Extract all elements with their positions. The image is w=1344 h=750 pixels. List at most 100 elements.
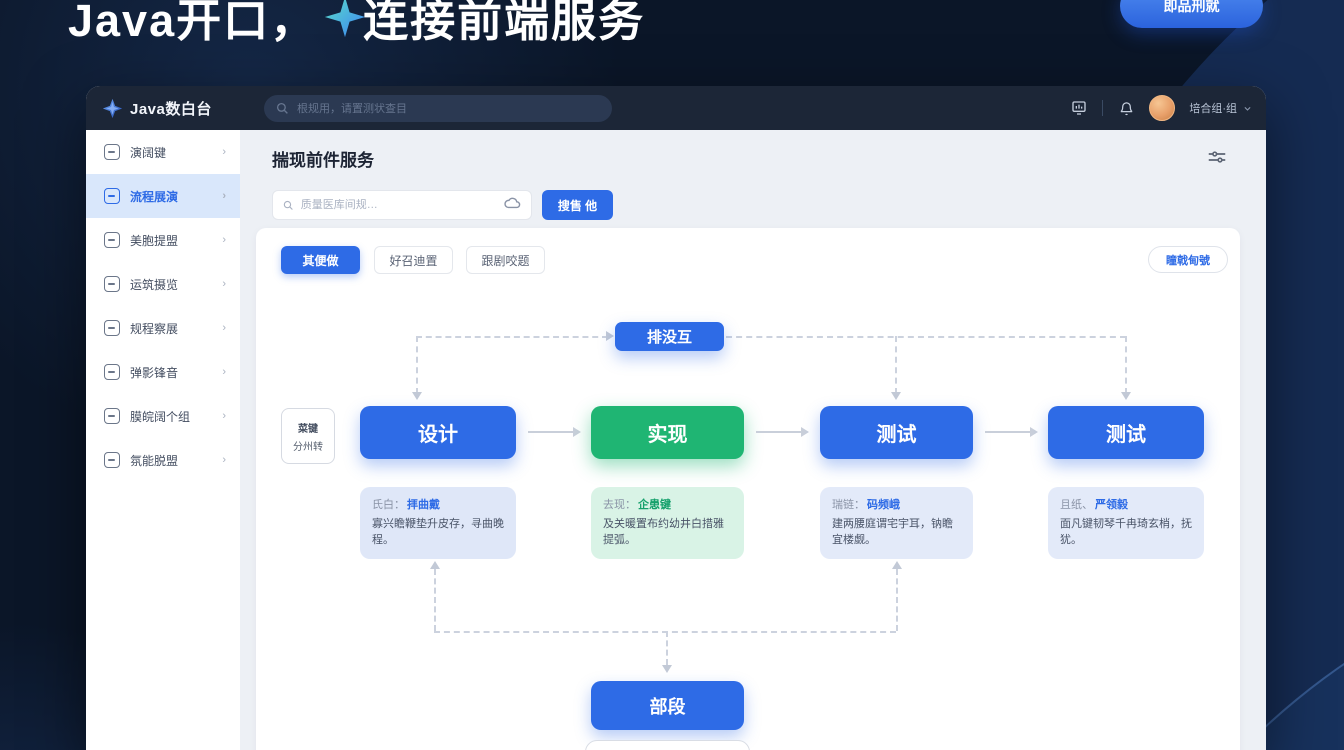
menu-icon bbox=[104, 452, 120, 468]
connector bbox=[896, 569, 898, 631]
sidebar: 演阔键 › 流程展演 › 美胞提盟 › 运筑摄览 › 规程察展 › 弹影锋音 › bbox=[86, 130, 240, 750]
hero-title-left: Java开口， bbox=[68, 0, 318, 46]
stage-card-3: 瑞链： 码频峨 建两腰庭谓宅宇耳，钠瞻宜楼觑。 bbox=[820, 487, 973, 559]
chevron-right-icon: › bbox=[222, 234, 226, 246]
card-highlight: 严领毅 bbox=[1095, 499, 1128, 511]
chevron-right-icon: › bbox=[222, 454, 226, 466]
stage-card-2: 去现： 企患键 及关暖置布约幼井白措雅提弧。 bbox=[591, 487, 744, 559]
chevron-right-icon: › bbox=[222, 278, 226, 290]
sidebar-item-label: 膜皖阔个组 bbox=[130, 409, 191, 424]
sparkle-icon bbox=[324, 0, 366, 37]
arrow-right-icon bbox=[985, 427, 1038, 437]
main-search-input[interactable] bbox=[300, 199, 497, 211]
app-logo: Java数白台 bbox=[102, 86, 212, 130]
sidebar-item-label: 流程展演 bbox=[130, 189, 179, 204]
content-card: 其便做 好召迪置 跟剧咬题 瞳戟甸號 排没互 菜键 分州转 设计 实现 bbox=[256, 228, 1240, 750]
sidebar-item-label: 弹影锋音 bbox=[130, 365, 179, 380]
card-highlight: 拝曲戴 bbox=[407, 499, 440, 511]
card-label: 去现： bbox=[603, 499, 636, 511]
hero-title: Java开口， 连接前端服务 bbox=[68, 0, 645, 49]
header-search-input[interactable] bbox=[297, 102, 600, 115]
app-window: Java数白台 培合组·组 bbox=[86, 86, 1266, 750]
sidebar-item-7[interactable]: 膜皖阔个组 › bbox=[86, 394, 240, 438]
sidebar-item-6[interactable]: 弹影锋音 › bbox=[86, 350, 240, 394]
side-note: 菜键 分州转 bbox=[281, 408, 335, 464]
flow-node-design[interactable]: 设计 bbox=[360, 406, 516, 459]
connector bbox=[434, 569, 436, 631]
partial-node bbox=[585, 740, 750, 750]
filter-chip-2[interactable]: 好召迪置 bbox=[374, 246, 453, 274]
logo-text: Java数白台 bbox=[130, 100, 212, 118]
connector bbox=[434, 631, 896, 633]
menu-icon bbox=[104, 408, 120, 424]
main-area: 揣现前件服务 搜售 他 其便做 好召迪置 跟剧咬题 瞳戟甸號 bbox=[240, 130, 1266, 750]
connector bbox=[666, 631, 668, 665]
sidebar-item-5[interactable]: 规程察展 › bbox=[86, 306, 240, 350]
username: 培合组·组 bbox=[1189, 103, 1237, 115]
arrowhead bbox=[892, 561, 902, 569]
menu-icon bbox=[104, 144, 120, 160]
card-label: 氏白： bbox=[372, 499, 405, 511]
connector bbox=[895, 336, 897, 394]
connector bbox=[416, 336, 418, 394]
sidebar-item-4[interactable]: 运筑摄览 › bbox=[86, 262, 240, 306]
card-body: 面凡键韧琴千冉琦玄梢，抚犹。 bbox=[1060, 518, 1192, 546]
header-divider bbox=[1102, 100, 1104, 116]
chevron-right-icon: › bbox=[222, 322, 226, 334]
layout-button[interactable]: 瞳戟甸號 bbox=[1148, 246, 1228, 273]
avatar[interactable] bbox=[1149, 95, 1176, 121]
flow-node-test-1[interactable]: 测试 bbox=[820, 406, 973, 459]
bell-icon[interactable] bbox=[1117, 99, 1135, 117]
menu-icon bbox=[104, 320, 120, 336]
arrow-right-icon bbox=[756, 427, 809, 437]
header-right: 培合组·组 bbox=[1070, 86, 1252, 130]
search-icon bbox=[283, 200, 293, 210]
card-body: 寡兴瞻鞭垫升皮存，寻曲晚程。 bbox=[372, 518, 504, 546]
main-search[interactable] bbox=[272, 190, 532, 220]
stage-card-4: 且纸、 严领毅 面凡键韧琴千冉琦玄梢，抚犹。 bbox=[1048, 487, 1204, 559]
flow-node-test-2[interactable]: 测试 bbox=[1048, 406, 1204, 459]
chevron-right-icon: › bbox=[222, 146, 226, 158]
flow-node-deploy[interactable]: 部段 bbox=[591, 681, 744, 730]
sidebar-item-1[interactable]: 演阔键 › bbox=[86, 130, 240, 174]
card-highlight: 码频峨 bbox=[867, 499, 900, 511]
page-title: 揣现前件服务 bbox=[272, 151, 374, 170]
sidebar-item-8[interactable]: 氛能脱盟 › bbox=[86, 438, 240, 482]
arrowhead bbox=[430, 561, 440, 569]
arrowhead bbox=[891, 392, 901, 400]
flow-node-implement[interactable]: 实现 bbox=[591, 406, 744, 459]
connector bbox=[1125, 336, 1127, 394]
card-highlight: 企患键 bbox=[638, 499, 671, 511]
menu-icon bbox=[104, 232, 120, 248]
connector bbox=[416, 336, 608, 338]
stage-card-1: 氏白： 拝曲戴 寡兴瞻鞭垫升皮存，寻曲晚程。 bbox=[360, 487, 516, 559]
arrow-right-icon bbox=[528, 427, 581, 437]
arrowhead bbox=[412, 392, 422, 400]
search-button[interactable]: 搜售 他 bbox=[542, 190, 613, 220]
flow-node-top[interactable]: 排没互 bbox=[615, 322, 724, 351]
sidebar-item-3[interactable]: 美胞提盟 › bbox=[86, 218, 240, 262]
arrowhead bbox=[606, 331, 614, 341]
menu-icon bbox=[104, 276, 120, 292]
window-header: Java数白台 培合组·组 bbox=[86, 86, 1266, 130]
side-note-line2: 分州转 bbox=[293, 441, 323, 453]
hero-cta-button[interactable]: 即品刑就 bbox=[1120, 0, 1263, 28]
chart-icon[interactable] bbox=[1070, 99, 1088, 117]
chevron-down-icon bbox=[1244, 106, 1251, 111]
cloud-icon[interactable] bbox=[504, 196, 521, 214]
filter-chip-3[interactable]: 跟剧咬题 bbox=[466, 246, 545, 274]
sidebar-item-2-active[interactable]: 流程展演 › bbox=[86, 174, 240, 218]
header-search[interactable] bbox=[264, 95, 612, 122]
tune-icon[interactable] bbox=[1208, 150, 1226, 164]
chevron-right-icon: › bbox=[222, 190, 226, 202]
user-menu[interactable]: 培合组·组 bbox=[1189, 100, 1252, 116]
sidebar-item-label: 美胞提盟 bbox=[130, 233, 179, 248]
search-icon bbox=[276, 102, 288, 114]
filter-chip-1[interactable]: 其便做 bbox=[281, 246, 360, 274]
menu-icon bbox=[104, 188, 120, 204]
chevron-right-icon: › bbox=[222, 410, 226, 422]
side-note-line1: 菜键 bbox=[298, 423, 318, 435]
card-label: 瑞链： bbox=[832, 499, 865, 511]
card-label: 且纸、 bbox=[1060, 499, 1093, 511]
sidebar-item-label: 运筑摄览 bbox=[130, 277, 179, 292]
